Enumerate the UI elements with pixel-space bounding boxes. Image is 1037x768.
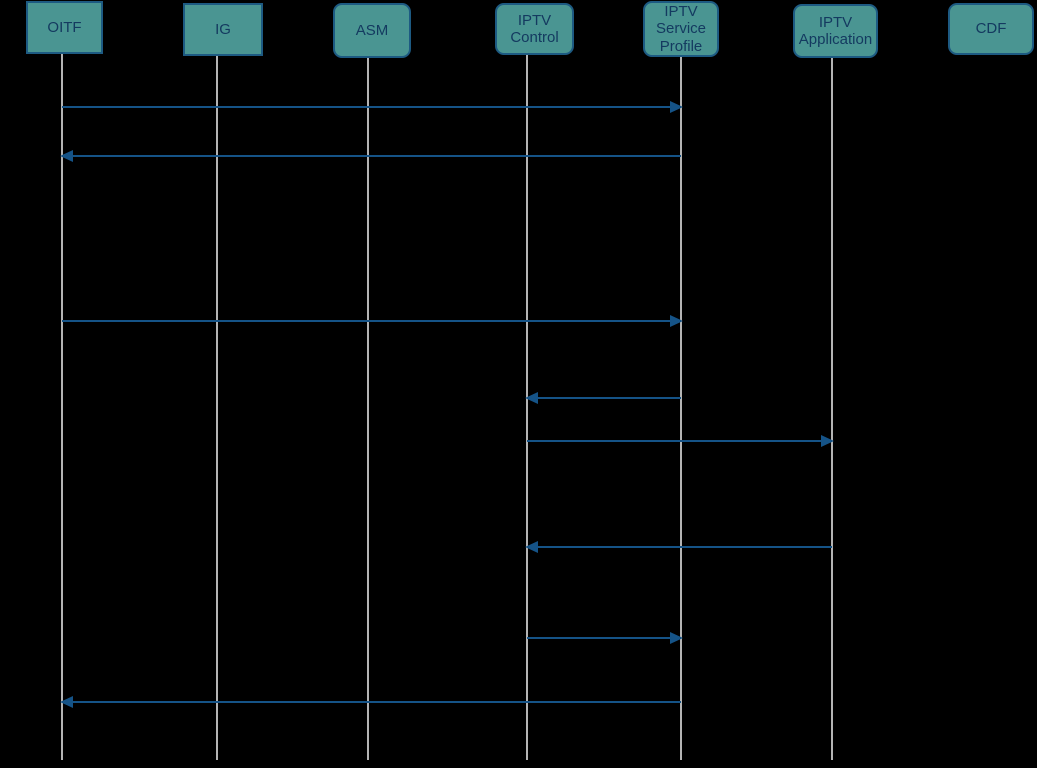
message-8-arrow: [60, 696, 681, 708]
actor-box-oitf: OITF: [26, 1, 103, 54]
message-4-arrowhead-icon: [525, 392, 538, 404]
actor-box-iptv-application: IPTV Application: [793, 4, 878, 58]
actor-label-oitf: OITF: [47, 18, 82, 36]
message-3-arrowhead-icon: [670, 315, 683, 327]
message-2-arrowhead-icon: [60, 150, 73, 162]
message-3-arrow: [62, 315, 683, 327]
message-8-arrowhead-icon: [60, 696, 73, 708]
actor-box-iptv-control: IPTV Control: [495, 3, 574, 55]
message-1-arrowhead-icon: [670, 101, 683, 113]
actor-label-ig: IG: [215, 20, 231, 38]
actor-label-cdf: CDF: [975, 20, 1007, 38]
message-4-arrow: [525, 392, 681, 404]
message-1-arrow: [62, 101, 683, 113]
message-5-arrowhead-icon: [821, 435, 834, 447]
lifeline-ig: [216, 56, 218, 760]
lifeline-iptv-service-profile: [680, 57, 682, 760]
message-5-arrow: [527, 435, 834, 447]
lifeline-iptv-application: [831, 58, 833, 760]
actor-label-asm: ASM: [355, 21, 389, 39]
actor-box-asm: ASM: [333, 3, 411, 58]
actor-label-iptv-service-profile: IPTV Service Profile: [655, 3, 707, 55]
actor-box-cdf: CDF: [948, 3, 1034, 55]
actor-box-ig: IG: [183, 3, 263, 56]
message-7-arrowhead-icon: [670, 632, 683, 644]
actor-label-iptv-control: IPTV Control: [510, 11, 559, 46]
actor-box-iptv-service-profile: IPTV Service Profile: [643, 1, 719, 57]
lifeline-asm: [367, 58, 369, 760]
message-6-arrowhead-icon: [525, 541, 538, 553]
actor-label-iptv-application: IPTV Application: [798, 13, 873, 48]
message-7-arrow: [527, 632, 683, 644]
lifeline-oitf: [61, 54, 63, 760]
message-2-arrow: [60, 150, 681, 162]
lifeline-iptv-control: [526, 55, 528, 760]
message-6-arrow: [525, 541, 832, 553]
